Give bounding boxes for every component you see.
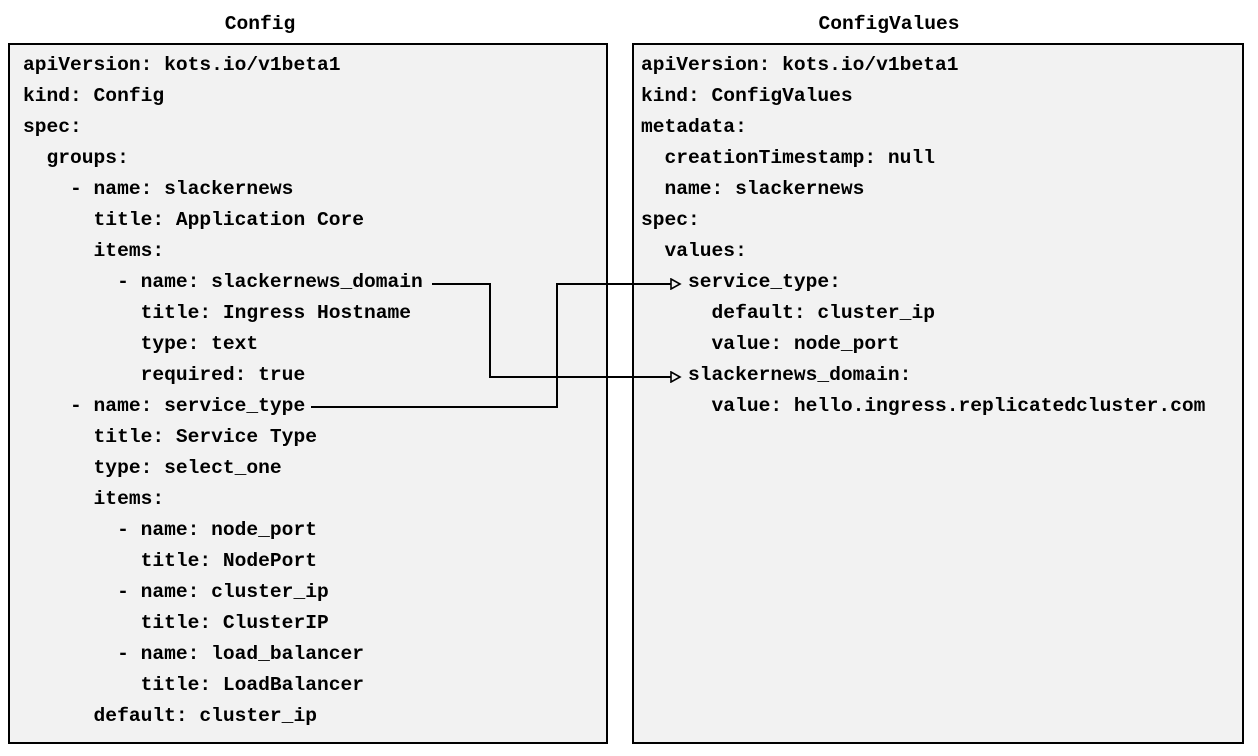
yaml-line: title: NodePort [23, 550, 317, 572]
yaml-line: title: Service Type [23, 426, 317, 448]
yaml-line: items: [23, 488, 165, 510]
yaml-line: metadata: [641, 116, 747, 138]
yaml-line: values: [641, 240, 747, 262]
yaml-line: items: [23, 240, 165, 262]
yaml-line: title: ClusterIP [23, 612, 329, 634]
yaml-line-slackernews-domain-value: slackernews_domain: [641, 364, 912, 386]
config-panel-title: Config [224, 13, 296, 35]
configvalues-yaml-block: apiVersion: kots.io/v1beta1 kind: Config… [634, 45, 1242, 422]
yaml-line: kind: ConfigValues [641, 85, 853, 107]
yaml-line: creationTimestamp: null [641, 147, 935, 169]
yaml-line: apiVersion: kots.io/v1beta1 [641, 54, 959, 76]
configvalues-panel-title: ConfigValues [818, 13, 960, 35]
yaml-line: - name: node_port [23, 519, 317, 541]
yaml-line: apiVersion: kots.io/v1beta1 [23, 54, 341, 76]
yaml-line: - name: cluster_ip [23, 581, 329, 603]
config-panel: apiVersion: kots.io/v1beta1 kind: Config… [8, 43, 608, 744]
yaml-line: groups: [23, 147, 129, 169]
yaml-line: type: select_one [23, 457, 282, 479]
yaml-line: default: cluster_ip [641, 302, 935, 324]
yaml-line: value: node_port [641, 333, 900, 355]
configvalues-panel: apiVersion: kots.io/v1beta1 kind: Config… [632, 43, 1244, 744]
yaml-line: spec: [641, 209, 700, 231]
yaml-line: - name: load_balancer [23, 643, 364, 665]
yaml-line: default: cluster_ip [23, 705, 317, 727]
yaml-line: title: Ingress Hostname [23, 302, 412, 324]
yaml-line: title: LoadBalancer [23, 674, 364, 696]
yaml-line: spec: [23, 116, 82, 138]
yaml-line: - name: slackernews [23, 178, 294, 200]
yaml-line: value: hello.ingress.replicatedcluster.c… [641, 395, 1206, 417]
yaml-line-service-type-value: service_type: [641, 271, 841, 293]
yaml-line: type: text [23, 333, 259, 355]
yaml-line: required: true [23, 364, 306, 386]
yaml-line-slackernews-domain: - name: slackernews_domain [23, 271, 423, 293]
yaml-line: kind: Config [23, 85, 165, 107]
yaml-line: title: Application Core [23, 209, 364, 231]
yaml-line-service-type: - name: service_type [23, 395, 306, 417]
config-yaml-block: apiVersion: kots.io/v1beta1 kind: Config… [10, 45, 606, 732]
yaml-line: name: slackernews [641, 178, 865, 200]
